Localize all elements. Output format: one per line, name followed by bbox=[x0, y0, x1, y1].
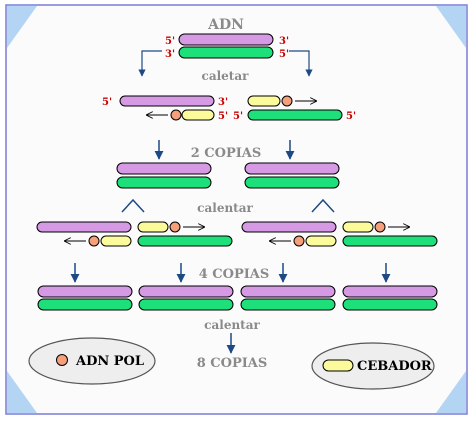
polymerase bbox=[88, 235, 100, 247]
strand-bottom bbox=[244, 176, 340, 189]
strand-top bbox=[138, 285, 234, 298]
strand-top bbox=[178, 33, 274, 46]
diagram-title: ADN bbox=[207, 17, 244, 33]
primer-icon bbox=[322, 359, 354, 372]
strand-bottom bbox=[137, 235, 233, 247]
split-arrow-right bbox=[311, 198, 335, 213]
annealing-step-left bbox=[36, 221, 233, 247]
strand-bottom bbox=[240, 298, 336, 311]
step-label-copies-8: 8 COPIAS bbox=[197, 356, 268, 371]
primer bbox=[342, 221, 374, 233]
corner-top-right bbox=[436, 6, 466, 48]
end-label-3: 3' bbox=[218, 97, 228, 108]
step-label-copies-4: 4 COPIAS bbox=[199, 267, 270, 282]
two-copies bbox=[116, 162, 340, 189]
end-label-5: 5' bbox=[102, 97, 112, 108]
strand-top bbox=[37, 285, 133, 298]
strand-top bbox=[119, 95, 215, 107]
step-label-heat-2: calentar bbox=[197, 201, 253, 215]
strand-top bbox=[342, 285, 438, 298]
end-label-5: 5' bbox=[218, 111, 228, 122]
polymerase bbox=[293, 235, 305, 247]
legend-label-polymerase: ADN POL bbox=[75, 354, 144, 369]
four-copies bbox=[37, 285, 438, 311]
end-label-5: 5' bbox=[233, 111, 243, 122]
strand-bottom bbox=[178, 46, 274, 59]
strand-bottom bbox=[342, 298, 438, 311]
end-label-5: 5' bbox=[165, 36, 175, 47]
legend-ellipse bbox=[311, 342, 435, 390]
split-arrow-left bbox=[121, 198, 145, 213]
polymerase-icon bbox=[56, 354, 68, 366]
corner-bottom-right bbox=[436, 371, 466, 413]
split-arrow-right bbox=[289, 50, 313, 77]
polymerase bbox=[170, 109, 182, 121]
split-arrow-left bbox=[138, 50, 162, 77]
step-label-copies-2: 2 COPIAS bbox=[191, 146, 262, 161]
original-dna: 5' 3' 3' 5' bbox=[165, 33, 289, 60]
annealing-step-right bbox=[241, 221, 438, 247]
strand-top bbox=[240, 285, 336, 298]
strand-top bbox=[241, 221, 337, 233]
step-label-heat-1: caletar bbox=[202, 69, 250, 83]
primer bbox=[181, 109, 215, 121]
strand-bottom bbox=[342, 235, 438, 247]
strand-top bbox=[116, 162, 212, 175]
end-label-5: 5' bbox=[279, 49, 289, 60]
end-label-3: 3' bbox=[279, 36, 289, 47]
end-label-3: 3' bbox=[165, 49, 175, 60]
strand-top bbox=[244, 162, 340, 175]
legend-label-primer: CEBADOR bbox=[357, 359, 432, 374]
polymerase bbox=[169, 221, 181, 233]
step-label-heat-3: calentar bbox=[204, 318, 260, 332]
strand-bottom bbox=[116, 176, 212, 189]
polymerase bbox=[281, 95, 293, 107]
legend-polymerase: ADN POL bbox=[28, 337, 156, 385]
primer bbox=[247, 95, 281, 107]
primer bbox=[100, 235, 132, 247]
polymerase bbox=[374, 221, 386, 233]
legend-ellipse bbox=[28, 337, 156, 385]
corner-bottom-left bbox=[7, 371, 37, 413]
primer bbox=[305, 235, 337, 247]
primer bbox=[137, 221, 169, 233]
legend-primer: CEBADOR bbox=[311, 342, 435, 390]
strand-bottom bbox=[138, 298, 234, 311]
annealing-step: 5' 3' 5' 5' 3' 5' bbox=[102, 95, 356, 122]
strand-bottom bbox=[247, 109, 343, 121]
strand-top bbox=[36, 221, 132, 233]
end-label-5: 5' bbox=[346, 111, 356, 122]
strand-bottom bbox=[37, 298, 133, 311]
corner-top-left bbox=[7, 6, 37, 48]
